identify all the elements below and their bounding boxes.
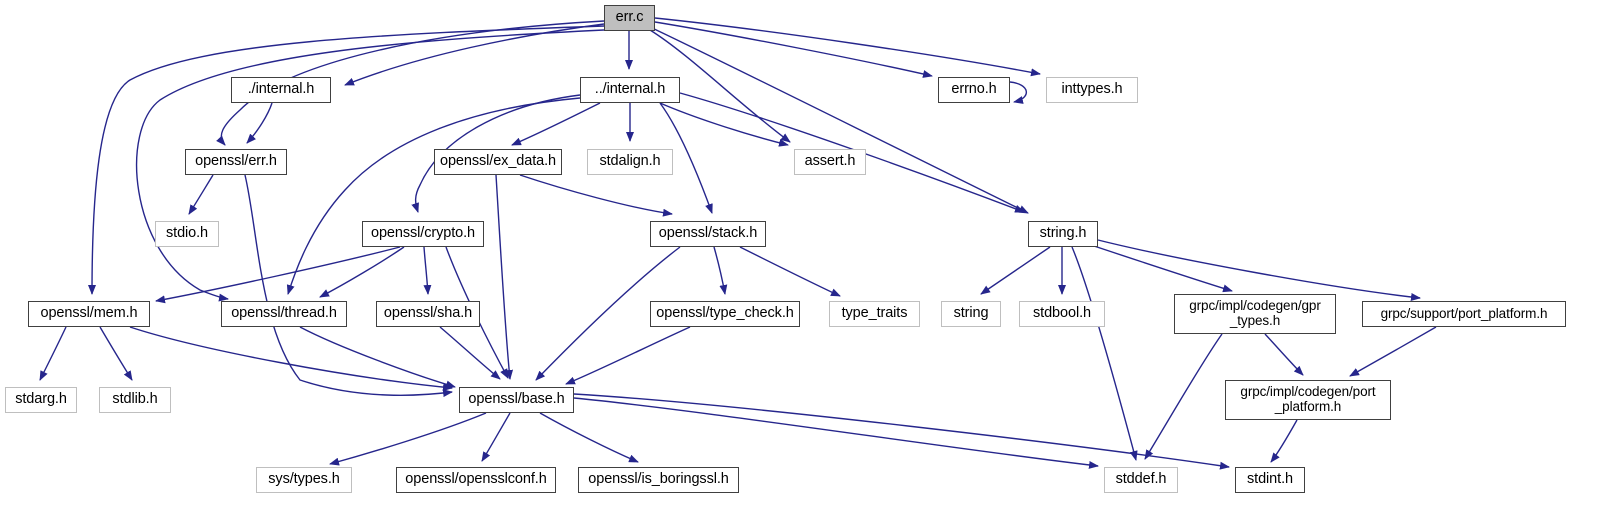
node-stddef-h[interactable]: stddef.h [1104, 467, 1178, 493]
node-internal-dotdot-h[interactable]: ../internal.h [580, 77, 680, 103]
node-grpc-support-port-platform-h[interactable]: grpc/support/port_platform.h [1362, 301, 1566, 327]
edge-errc-inttypes [654, 17, 1041, 77]
edge-base-opensslconf [481, 412, 511, 462]
node-openssl-base-h[interactable]: openssl/base.h [459, 387, 574, 413]
node-grpc-impl-codegen-gpr-types-h[interactable]: grpc/impl/codegen/gpr _types.h [1174, 294, 1336, 334]
edge-stringh-gprtypes [1084, 242, 1233, 293]
edge-opensslerr-stdio [188, 174, 214, 215]
node-stdint-h[interactable]: stdint.h [1235, 467, 1305, 493]
node-assert-h[interactable]: assert.h [794, 149, 866, 175]
node-openssl-mem-h[interactable]: openssl/mem.h [28, 301, 150, 327]
edge-sha-base [439, 326, 501, 380]
edge-crypto-thread [319, 246, 405, 298]
edge-base-isboringssl [539, 412, 639, 463]
node-errno-h[interactable]: errno.h [938, 77, 1010, 103]
node-grpc-impl-codegen-port-platform-h[interactable]: grpc/impl/codegen/port _platform.h [1225, 380, 1391, 420]
node-openssl-type-check-h[interactable]: openssl/type_check.h [650, 301, 800, 327]
edge-stringh-string [980, 246, 1051, 295]
edge-stack-typecheck [713, 246, 728, 295]
edge-stack-typetraits [739, 246, 841, 297]
edge-thread-base [299, 326, 456, 389]
edge-crypto-mem [155, 246, 401, 304]
edge-internaldot-opensslerr [246, 102, 273, 144]
edge-gprtypes-codegenport [1264, 333, 1304, 376]
edge-internaldotdot-thread [286, 97, 581, 295]
edge-crypto-sha [423, 246, 432, 295]
edge-portplatform-codegenport [1349, 326, 1437, 377]
node-openssl-err-h[interactable]: openssl/err.h [185, 149, 287, 175]
edge-internaldotdot-assert [659, 102, 789, 147]
edge-errno-self [1009, 81, 1027, 104]
edge-stringh-stddef [1071, 246, 1138, 461]
node-stdarg-h[interactable]: stdarg.h [5, 387, 77, 413]
edge-internaldotdot-exdata [511, 102, 601, 146]
node-openssl-crypto-h[interactable]: openssl/crypto.h [362, 221, 484, 247]
edge-mem-base [129, 326, 453, 392]
node-internal-dot-h[interactable]: ./internal.h [231, 77, 331, 103]
edge-typecheck-base [565, 326, 691, 385]
node-string-h[interactable]: string.h [1028, 221, 1098, 247]
node-stdio-h[interactable]: stdio.h [155, 221, 219, 247]
node-err-c[interactable]: err.c [604, 5, 655, 31]
edge-stringh-portplatform [1097, 239, 1421, 301]
node-string-cpp[interactable]: string [941, 301, 1001, 327]
edge-codegenport-stdint [1270, 419, 1298, 463]
node-stdbool-h[interactable]: stdbool.h [1019, 301, 1105, 327]
node-inttypes-h[interactable]: inttypes.h [1046, 77, 1138, 103]
edge-errc-string [649, 26, 1029, 214]
node-stdlib-h[interactable]: stdlib.h [99, 387, 171, 413]
edge-errc-internal-dot [344, 23, 605, 86]
node-type-traits[interactable]: type_traits [829, 301, 920, 327]
node-openssl-is-boringssl-h[interactable]: openssl/is_boringssl.h [578, 467, 739, 493]
edge-base-systypes [329, 412, 487, 466]
edge-gprtypes-stddef [1144, 333, 1223, 460]
node-openssl-sha-h[interactable]: openssl/sha.h [376, 301, 480, 327]
edge-mem-stdlib [99, 326, 133, 381]
node-openssl-ex-data-h[interactable]: openssl/ex_data.h [434, 149, 562, 175]
node-openssl-thread-h[interactable]: openssl/thread.h [221, 301, 347, 327]
edge-mem-stdarg [39, 326, 67, 381]
node-sys-types-h[interactable]: sys/types.h [256, 467, 352, 493]
edge-base-stdint [573, 393, 1230, 470]
edge-exdata-base [495, 174, 514, 380]
edge-base-stddef [573, 397, 1099, 469]
node-openssl-opensslconf-h[interactable]: openssl/opensslconf.h [396, 467, 556, 493]
edge-exdata-stack [519, 174, 673, 217]
node-stdalign-h[interactable]: stdalign.h [587, 149, 673, 175]
edge-opensslerr-base [244, 174, 453, 398]
node-openssl-stack-h[interactable]: openssl/stack.h [650, 221, 766, 247]
edge-errc-errno [654, 21, 933, 78]
